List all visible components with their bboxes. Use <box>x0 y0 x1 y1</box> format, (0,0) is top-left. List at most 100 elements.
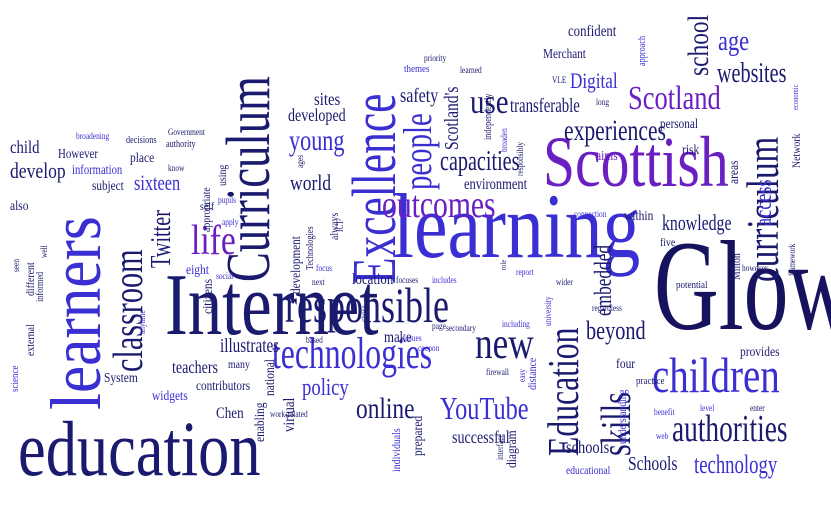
word-benefit: benefit <box>654 407 675 417</box>
word-age: age <box>718 26 750 57</box>
word-many: many <box>228 357 250 371</box>
word-use: use <box>470 84 509 121</box>
word-subject: subject <box>92 179 124 194</box>
word-knowledge: knowledge <box>662 210 732 235</box>
word-life: life <box>191 218 236 264</box>
word-distance: distance <box>525 357 539 390</box>
word-merchant: Merchant <box>543 47 586 62</box>
word-broaden: broaden <box>499 128 509 152</box>
word-educational: educational <box>566 463 611 477</box>
word-firewall: firewall <box>486 367 509 377</box>
word-world: world <box>290 170 332 195</box>
word-national: national <box>263 359 278 396</box>
word-areas: areas <box>727 160 742 184</box>
word-network: Network <box>789 133 803 168</box>
word-prepared: prepared <box>411 415 426 456</box>
word-scotlands: Scotland's <box>441 86 463 150</box>
word-new: new <box>475 319 534 368</box>
word-approach: approach <box>637 35 648 66</box>
word-however: however <box>742 263 768 273</box>
word-responsibly: responsibly <box>515 141 525 176</box>
word-people: people <box>395 113 440 190</box>
word-independently: independently <box>483 93 494 140</box>
word-school: school <box>682 14 715 77</box>
word-long: long <box>596 97 610 107</box>
word-based: based <box>306 335 323 345</box>
word-teachers: teachers <box>172 357 218 377</box>
word-milton: Milton <box>729 253 743 280</box>
word-citizens: citizens <box>201 278 216 314</box>
word-personal: personal <box>660 117 698 132</box>
word-children: children <box>652 347 780 403</box>
word-information: information <box>72 163 123 178</box>
word-five: five <box>660 235 676 249</box>
word-easy: easy <box>517 368 527 382</box>
word-university: university <box>543 296 553 326</box>
word-includes: includes <box>432 275 457 285</box>
word-regardless: regardless <box>592 303 622 313</box>
word-framework: framework <box>787 243 797 276</box>
word-illustrates: illustrates <box>220 335 280 357</box>
word-cocoon: cocoon <box>418 343 440 353</box>
word-themes: themes <box>404 63 430 75</box>
word-learning: learning <box>393 175 641 277</box>
word-within: within <box>624 209 654 224</box>
word-responsible: responsible <box>285 277 449 333</box>
word-science: science <box>9 365 21 392</box>
word-appropriate: appropriate <box>199 187 213 232</box>
word-system: System <box>104 371 138 386</box>
word-external: external <box>23 324 37 356</box>
word-child: child <box>10 137 40 157</box>
word-technologies-small: Technologies <box>305 226 316 270</box>
word-young: young <box>289 124 345 157</box>
word-using: using <box>215 164 229 186</box>
word-focuses: focuses <box>396 275 419 285</box>
word-focus: focus <box>316 263 332 273</box>
word-glow: Glow <box>654 215 831 357</box>
word-priority: priority <box>424 53 447 63</box>
word-individuals: individuals <box>389 428 403 472</box>
word-chose: chose <box>359 305 369 322</box>
word-development: development <box>289 236 304 294</box>
word-eight: eight <box>186 263 209 278</box>
word-digital: Digital <box>570 68 618 93</box>
word-education: education <box>18 405 261 492</box>
word-pupils: pupils <box>218 195 237 205</box>
word-provides: provides <box>740 345 780 360</box>
word-environment: environment <box>464 176 528 193</box>
word-role: role <box>499 259 508 270</box>
word-confident: confident <box>568 23 617 40</box>
word-outcomes: outcomes <box>382 184 496 226</box>
word-risk: risk <box>682 143 700 158</box>
word-level: level <box>700 403 715 413</box>
word-connection: connection <box>574 209 607 219</box>
word-online: online <box>356 392 415 425</box>
word-authority: authority <box>166 139 196 150</box>
word-know: know <box>168 163 185 173</box>
word-four: four <box>616 357 636 372</box>
word-enabling: enabling <box>253 402 268 442</box>
word-sites: sites <box>314 89 341 109</box>
word-youtube: YouTube <box>440 390 529 426</box>
word-learners: learners <box>36 216 116 410</box>
word-page: page <box>432 321 446 331</box>
word-scotland: Scotland <box>628 80 721 117</box>
word-experiences: experiences <box>564 114 666 147</box>
word-wider: wider <box>556 277 573 287</box>
word-safety: safety <box>400 85 439 107</box>
word-vle: VLE <box>552 75 567 85</box>
word-economic: economic <box>791 84 800 110</box>
word-next: next <box>312 277 325 287</box>
word-scottish: Scottish <box>543 122 729 202</box>
word-schools-upper: Schools <box>628 453 678 475</box>
word-understanding: understanding <box>615 389 629 444</box>
word-beyond: beyond <box>586 316 646 345</box>
word-schools-lower: schools <box>566 437 610 457</box>
word-including: including <box>502 319 530 329</box>
word-capacities: capacities <box>440 146 520 177</box>
word-well: well <box>39 245 49 258</box>
word-technology: technology <box>694 450 778 479</box>
word-seen: seen <box>11 258 21 272</box>
word-location: location <box>352 271 394 288</box>
